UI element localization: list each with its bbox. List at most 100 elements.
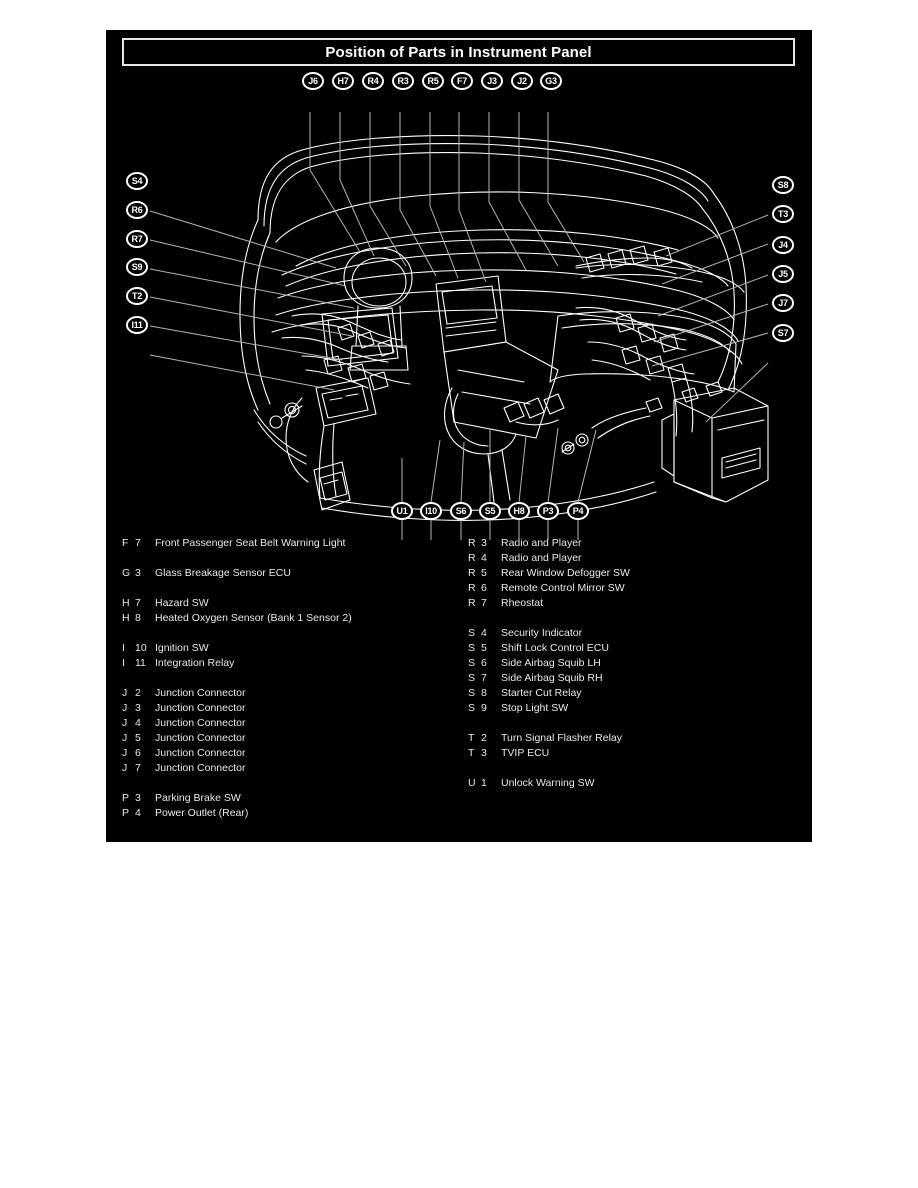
legend-item-letter: J — [122, 702, 128, 714]
callout-h8[interactable]: H8 — [508, 502, 530, 520]
callout-s9[interactable]: S9 — [126, 258, 148, 276]
legend-item-description: Ignition SW — [155, 642, 209, 654]
legend-item-number: 6 — [135, 747, 141, 759]
callout-f7[interactable]: F7 — [451, 72, 473, 90]
callout-g3[interactable]: G3 — [540, 72, 562, 90]
legend-spacer — [122, 581, 452, 596]
legend-item-description: Junction Connector — [155, 732, 246, 744]
legend-item-letter: R — [468, 537, 476, 549]
legend-item-number: 2 — [481, 732, 487, 744]
legend-item-number: 7 — [135, 597, 141, 609]
legend-item-description: Security Indicator — [501, 627, 583, 639]
legend-item-letter: P — [122, 807, 130, 819]
legend-item-description: TVIP ECU — [501, 747, 550, 759]
callout-j6[interactable]: J6 — [302, 72, 324, 90]
legend-item-letter: S — [468, 657, 476, 669]
legend-item-letter: S — [468, 642, 476, 654]
legend-item-letter: T — [468, 747, 475, 759]
legend-item-description: Junction Connector — [155, 687, 246, 699]
callout-s7[interactable]: S7 — [772, 324, 794, 342]
callout-j4[interactable]: J4 — [772, 236, 794, 254]
legend-item-letter: H — [122, 597, 130, 609]
callout-t3[interactable]: T3 — [772, 205, 794, 223]
legend-item-letter: R — [468, 582, 476, 594]
legend-item-description: Shift Lock Control ECU — [501, 642, 609, 654]
legend-item-letter: F — [122, 537, 129, 549]
legend-item-number: 4 — [481, 627, 487, 639]
callout-r4[interactable]: R4 — [362, 72, 384, 90]
callout-j2[interactable]: J2 — [511, 72, 533, 90]
legend-item-description: Hazard SW — [155, 597, 209, 609]
callout-s8[interactable]: S8 — [772, 176, 794, 194]
callout-s4[interactable]: S4 — [126, 172, 148, 190]
callout-t2[interactable]: T2 — [126, 287, 148, 305]
legend-item-description: Side Airbag Squib LH — [501, 657, 601, 669]
callout-j3[interactable]: J3 — [481, 72, 503, 90]
legend-item-number: 3 — [135, 792, 141, 804]
callout-r7[interactable]: R7 — [126, 230, 148, 248]
legend-spacer — [468, 716, 798, 731]
legend-item-letter: P — [122, 792, 130, 804]
legend-item-letter: J — [122, 732, 128, 744]
callout-i10[interactable]: I10 — [420, 502, 442, 520]
page-title: Position of Parts in Instrument Panel — [325, 43, 592, 61]
legend-item-description: Turn Signal Flasher Relay — [501, 732, 622, 744]
legend-spacer — [468, 611, 798, 626]
legend-item-number: 4 — [135, 717, 141, 729]
legend-item-letter: J — [122, 762, 128, 774]
callout-p4[interactable]: P4 — [567, 502, 589, 520]
legend-item-description: Parking Brake SW — [155, 792, 241, 804]
callout-j7[interactable]: J7 — [772, 294, 794, 312]
legend-item-description: Stop Light SW — [501, 702, 569, 714]
legend-spacer — [468, 761, 798, 776]
legend-item-description: Junction Connector — [155, 702, 246, 714]
legend-item-description: Power Outlet (Rear) — [155, 807, 249, 819]
callout-h7[interactable]: H7 — [332, 72, 354, 90]
legend-item-letter: J — [122, 687, 128, 699]
legend-item-description: Starter Cut Relay — [501, 687, 582, 699]
legend-item-description: Unlock Warning SW — [501, 777, 595, 789]
callout-r6[interactable]: R6 — [126, 201, 148, 219]
callout-j5[interactable]: J5 — [772, 265, 794, 283]
callout-r3[interactable]: R3 — [392, 72, 414, 90]
legend-item-description: Junction Connector — [155, 747, 246, 759]
callout-i11[interactable]: I11 — [126, 316, 148, 334]
callout-s6[interactable]: S6 — [450, 502, 472, 520]
legend-item-number: 7 — [481, 597, 487, 609]
legend-item-number: 1 — [481, 777, 487, 789]
callout-r5[interactable]: R5 — [422, 72, 444, 90]
legend-spacer — [122, 551, 452, 566]
callout-p3[interactable]: P3 — [537, 502, 559, 520]
legend-item-number: 5 — [481, 642, 487, 654]
legend-item-description: Junction Connector — [155, 762, 246, 774]
legend-spacer — [122, 671, 452, 686]
callout-s5[interactable]: S5 — [479, 502, 501, 520]
legend-item-description: Remote Control Mirror SW — [501, 582, 625, 594]
legend-item-letter: J — [122, 717, 128, 729]
legend-item-number: 8 — [481, 687, 487, 699]
callout-u1[interactable]: U1 — [391, 502, 413, 520]
